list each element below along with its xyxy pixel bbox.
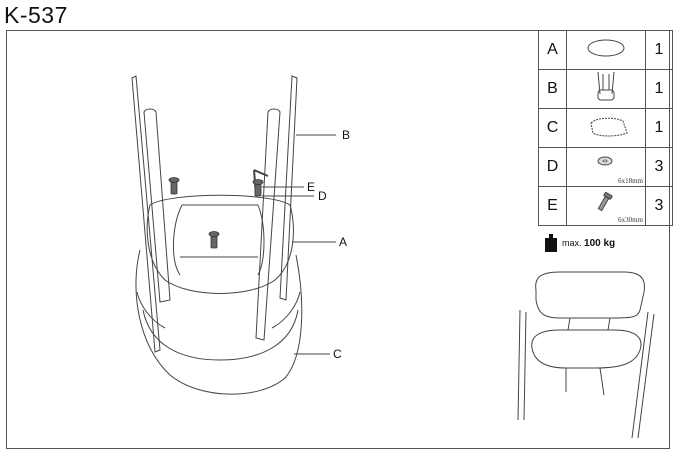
part-quantity: 1 xyxy=(645,30,673,70)
seat-icon xyxy=(587,39,625,57)
document-title: K-537 xyxy=(4,2,68,28)
diagram-frame xyxy=(6,30,670,449)
part-quantity: 1 xyxy=(645,108,673,148)
part-image xyxy=(566,30,646,70)
backrest-fold-right xyxy=(271,291,301,329)
parts-row: B 1 xyxy=(538,69,673,109)
part-letter: A xyxy=(538,30,567,70)
part-image xyxy=(566,69,646,109)
backrest-fold-left xyxy=(136,291,166,329)
part-quantity: 3 xyxy=(645,147,673,187)
part-quantity: 3 xyxy=(645,186,673,226)
bolt-group xyxy=(168,177,264,249)
leg-rear-left xyxy=(131,75,161,353)
max-load-value: 100 kg xyxy=(584,237,616,249)
frame-rail-left xyxy=(172,204,183,276)
bolt-icon xyxy=(597,192,613,212)
parts-row: C 1 xyxy=(538,108,673,148)
part-spec: 6x18mm xyxy=(618,177,643,185)
part-letter: B xyxy=(538,69,567,109)
seat-cushion xyxy=(146,194,294,294)
max-load-label: max. 100 kg xyxy=(562,238,615,249)
parts-row: E 6x30mm 3 xyxy=(538,186,673,226)
part-letter: E xyxy=(538,186,567,226)
callout-b: B xyxy=(342,128,351,142)
callout-c: C xyxy=(333,347,342,361)
leg-front-right xyxy=(255,108,281,341)
leg-frame-icon xyxy=(597,71,615,101)
part-letter: D xyxy=(538,147,567,187)
washer-icon xyxy=(597,156,613,166)
part-image: 6x18mm xyxy=(566,147,646,187)
part-image xyxy=(566,108,646,148)
weight-icon xyxy=(545,234,557,252)
assembled-chair-illustration xyxy=(517,271,655,439)
parts-row: D 6x18mm 3 xyxy=(538,147,673,187)
backrest-inner-curve xyxy=(142,309,299,361)
callout-a: A xyxy=(339,235,348,249)
part-spec: 6x30mm xyxy=(618,216,643,224)
leg-front-left xyxy=(143,108,171,303)
callout-d: D xyxy=(318,189,327,203)
part-letter: C xyxy=(538,108,567,148)
max-load-indicator: max. 100 kg xyxy=(544,234,615,252)
part-quantity: 1 xyxy=(645,69,673,109)
callout-e: E xyxy=(307,180,316,194)
leg-rear-right xyxy=(279,75,298,301)
part-image: 6x30mm xyxy=(566,186,646,226)
parts-row: A 1 xyxy=(538,30,673,70)
backrest-icon xyxy=(590,117,628,137)
parts-table: A 1 B 1 C 1 D xyxy=(538,30,673,226)
max-load-prefix: max. xyxy=(562,237,582,248)
backrest-shell-outline xyxy=(135,249,303,395)
